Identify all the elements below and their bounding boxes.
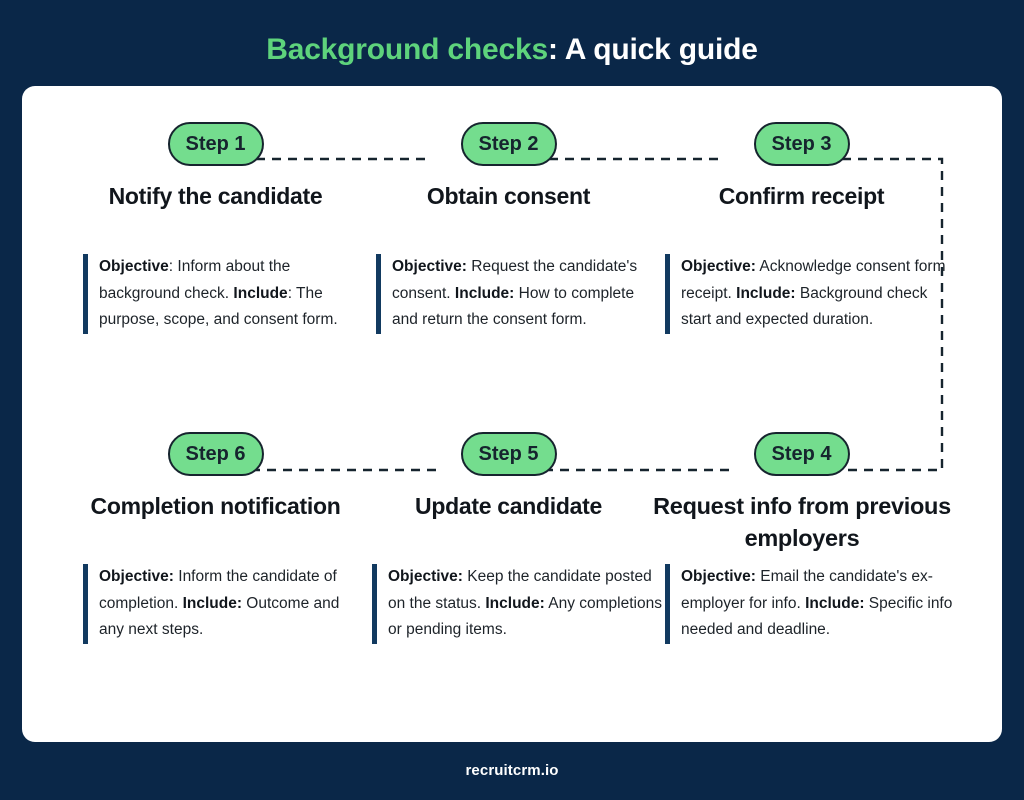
step-include-label-3: Include: bbox=[736, 284, 796, 302]
step-objective-label-5: Objective: bbox=[388, 568, 463, 585]
step-objective-text-6: Inform the candidate of completion. bbox=[99, 568, 337, 612]
step-badge-1[interactable]: Step 1 bbox=[167, 122, 264, 166]
step-badge-wrap-5: Step 5 bbox=[362, 432, 655, 480]
step-detail-6: Objective: Inform the candidate of compl… bbox=[83, 564, 355, 644]
step-badge-6[interactable]: Step 6 bbox=[167, 432, 264, 476]
step-badge-3[interactable]: Step 3 bbox=[753, 122, 850, 166]
step-objective-label-2: Objective: bbox=[392, 258, 467, 275]
step-detail-1: Objective: Inform about the background c… bbox=[83, 254, 355, 334]
steps-row-bottom: Step 6 Completion notification Objective… bbox=[22, 432, 1002, 732]
step-objective-text-2: Request the candidate's consent. bbox=[392, 258, 638, 302]
step-card-5: Step 5 Update candidate Objective: Keep … bbox=[362, 432, 662, 732]
step-detail-2: Objective: Request the candidate's conse… bbox=[376, 254, 648, 334]
step-include-text-1: : The purpose, scope, and consent form. bbox=[99, 284, 338, 329]
step-detail-3: Objective: Acknowledge consent form rece… bbox=[665, 254, 955, 334]
step-include-label-4: Include: bbox=[805, 594, 865, 612]
page-title-rest: : A quick guide bbox=[547, 33, 758, 66]
step-card-4: Step 4 Request info from previous employ… bbox=[653, 432, 952, 732]
page-title-highlight: Background checks bbox=[266, 33, 548, 66]
step-badge-wrap-3: Step 3 bbox=[655, 122, 948, 170]
step-card-3: Step 3 Confirm receipt Objective: Acknow… bbox=[655, 122, 948, 422]
step-objective-text-3: Acknowledge consent form receipt. bbox=[681, 258, 946, 302]
step-include-text-6: Outcome and any next steps. bbox=[99, 594, 340, 639]
step-heading-1: Notify the candidate bbox=[108, 183, 323, 209]
step-include-text-2: How to complete and return the consent f… bbox=[392, 284, 635, 329]
step-include-text-4: Specific info needed and deadline. bbox=[681, 594, 953, 639]
step-heading-4: Request info from previous employers bbox=[653, 493, 951, 551]
page-title: Background checks: A quick guide bbox=[0, 30, 1024, 70]
step-objective-label-6: Objective: bbox=[99, 568, 174, 585]
step-card-6: Step 6 Completion notification Objective… bbox=[69, 432, 362, 732]
step-badge-wrap-6: Step 6 bbox=[69, 432, 362, 480]
step-badge-wrap-4: Step 4 bbox=[655, 432, 948, 480]
step-objective-label-1: Objective bbox=[99, 258, 169, 275]
step-objective-text-4: Email the candidate's ex-employer for in… bbox=[681, 568, 933, 612]
step-objective-label-3: Objective: bbox=[681, 258, 756, 275]
step-include-label-5: Include: bbox=[485, 594, 545, 612]
step-include-label-6: Include: bbox=[182, 594, 242, 612]
step-objective-text-1: : Inform about the background check. bbox=[99, 258, 291, 302]
step-include-label-1: Include bbox=[233, 284, 288, 302]
step-heading-5: Update candidate bbox=[415, 493, 602, 519]
step-badge-2[interactable]: Step 2 bbox=[460, 122, 557, 166]
step-objective-label-4: Objective: bbox=[681, 568, 756, 585]
steps-grid: Step 1 Notify the candidate Objective: I… bbox=[22, 86, 1002, 742]
footer-brand[interactable]: recruitcrm.io bbox=[465, 762, 559, 779]
step-objective-text-5: Keep the candidate posted on the status. bbox=[388, 568, 652, 612]
step-heading-2: Obtain consent bbox=[426, 183, 591, 209]
step-badge-4[interactable]: Step 4 bbox=[753, 432, 850, 476]
step-badge-wrap-2: Step 2 bbox=[362, 122, 655, 170]
step-badge-5[interactable]: Step 5 bbox=[460, 432, 557, 476]
step-heading-3: Confirm receipt bbox=[718, 183, 885, 209]
step-card-2: Step 2 Obtain consent Objective: Request… bbox=[362, 122, 655, 422]
step-include-label-2: Include: bbox=[454, 284, 515, 302]
step-heading-6: Completion notification bbox=[90, 493, 341, 519]
step-detail-5: Objective: Keep the candidate posted on … bbox=[372, 564, 662, 644]
step-include-text-5: Any completions or pending items. bbox=[388, 594, 662, 639]
step-card-1: Step 1 Notify the candidate Objective: I… bbox=[69, 122, 362, 422]
step-include-text-3: Background check start and expected dura… bbox=[681, 284, 928, 329]
steps-row-top: Step 1 Notify the candidate Objective: I… bbox=[22, 122, 1002, 422]
step-badge-wrap-1: Step 1 bbox=[69, 122, 362, 170]
step-detail-4: Objective: Email the candidate's ex-empl… bbox=[665, 564, 955, 644]
